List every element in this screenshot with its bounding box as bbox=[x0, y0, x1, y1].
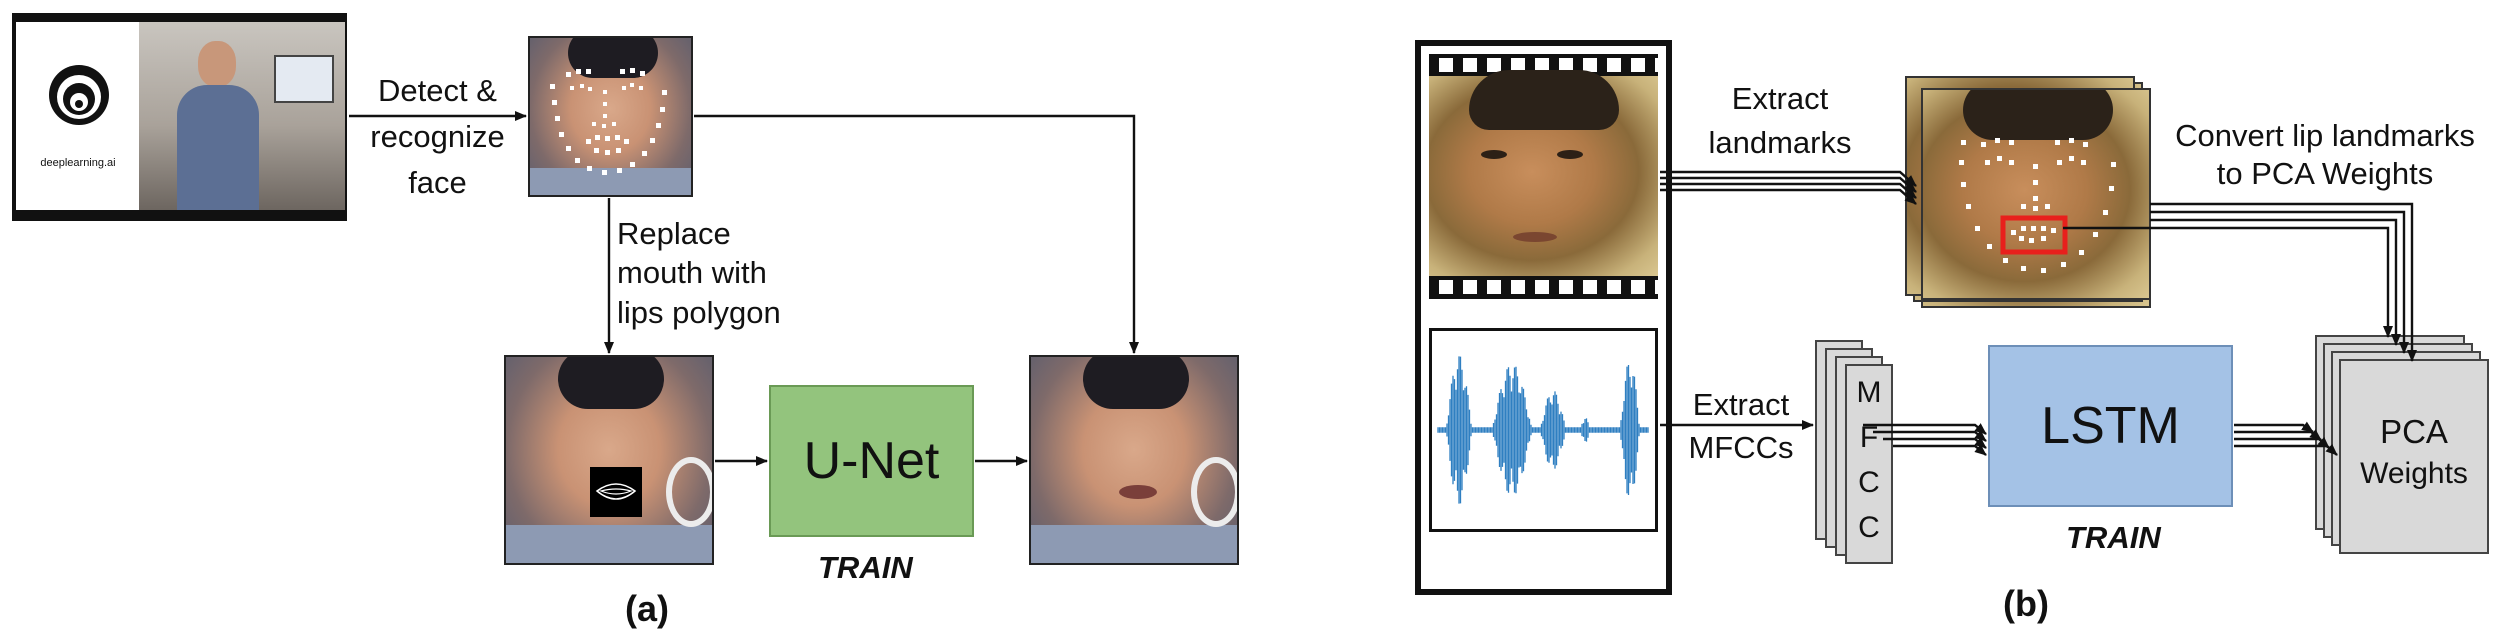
arrow-landmarks-to-pca-4 bbox=[2150, 202, 2417, 362]
arrow-landmarks-to-pca-1 bbox=[2063, 226, 2393, 338]
mfcc-letter-f: F bbox=[1859, 421, 1879, 454]
masked-face-image bbox=[504, 355, 714, 565]
arrow-lstm-to-pca-4 bbox=[2234, 443, 2338, 456]
caption-b: (b) bbox=[2003, 583, 2049, 624]
logo-text: deeplearning.ai bbox=[40, 157, 116, 169]
convert-label-line2: to PCA Weights bbox=[2216, 156, 2434, 191]
extract-landmarks-line2: landmarks bbox=[1708, 125, 1852, 160]
arrow-landmarks-to-pca-3 bbox=[2150, 210, 2409, 354]
face-landmarks-overlay-b bbox=[1959, 138, 2116, 273]
unet-model-box: U-Net bbox=[769, 385, 974, 537]
extract-mfcc-line1: Extract bbox=[1692, 387, 1790, 422]
detect-label-line3: face bbox=[408, 165, 467, 200]
caption-a: (a) bbox=[625, 588, 669, 629]
deeplearning-logo-icon bbox=[49, 65, 109, 125]
lips-polygon-mask bbox=[590, 467, 642, 517]
arrow-video-to-landmarks-4 bbox=[1660, 188, 1917, 205]
mfcc-letter-c1: C bbox=[1858, 466, 1880, 499]
audio-waveform-box bbox=[1429, 328, 1658, 532]
generated-face-image bbox=[1029, 355, 1239, 565]
replace-label-line1: Replace bbox=[617, 216, 731, 251]
mfcc-card: M F C C bbox=[1845, 364, 1893, 564]
pca-label-line2: Weights bbox=[2360, 457, 2468, 490]
face-landmarks-overlay bbox=[550, 68, 667, 175]
train-label-a: TRAIN bbox=[818, 550, 913, 585]
landmark-face-image bbox=[1921, 88, 2151, 300]
extract-mfcc-line2: MFCCs bbox=[1688, 430, 1794, 465]
detected-face-image bbox=[528, 36, 693, 197]
unet-label: U-Net bbox=[803, 432, 940, 490]
waveform-path bbox=[1437, 356, 1649, 504]
arrow-face-to-output bbox=[694, 114, 1139, 354]
detect-label-line1: Detect & bbox=[378, 73, 497, 108]
replace-label-line2: mouth with bbox=[617, 255, 767, 290]
replace-label-line3: lips polygon bbox=[617, 295, 781, 330]
convert-label-line1: Convert lip landmarks bbox=[2175, 118, 2475, 153]
extract-landmarks-line1: Extract bbox=[1731, 81, 1829, 116]
mfcc-letter-c2: C bbox=[1858, 511, 1880, 544]
mfcc-letter-m: M bbox=[1856, 376, 1882, 409]
arrow-landmarks-to-pca-2 bbox=[2150, 218, 2401, 346]
lstm-model-box: LSTM bbox=[1988, 345, 2233, 507]
pca-label-line1: PCA bbox=[2380, 413, 2448, 450]
arrow-mfcc-to-lstm-4 bbox=[1893, 444, 1987, 456]
lecture-video-thumbnail: deeplearning.ai bbox=[12, 13, 347, 221]
train-label-b: TRAIN bbox=[2066, 520, 2161, 555]
detect-label-line2: recognize bbox=[370, 119, 505, 154]
lstm-label: LSTM bbox=[2041, 397, 2180, 455]
lip-region-box bbox=[2000, 215, 2068, 255]
video-film-strip bbox=[1429, 54, 1658, 299]
audio-waveform-icon bbox=[1437, 356, 1649, 504]
input-media-frame bbox=[1415, 40, 1672, 595]
pca-weights-card: PCA Weights bbox=[2339, 359, 2489, 554]
